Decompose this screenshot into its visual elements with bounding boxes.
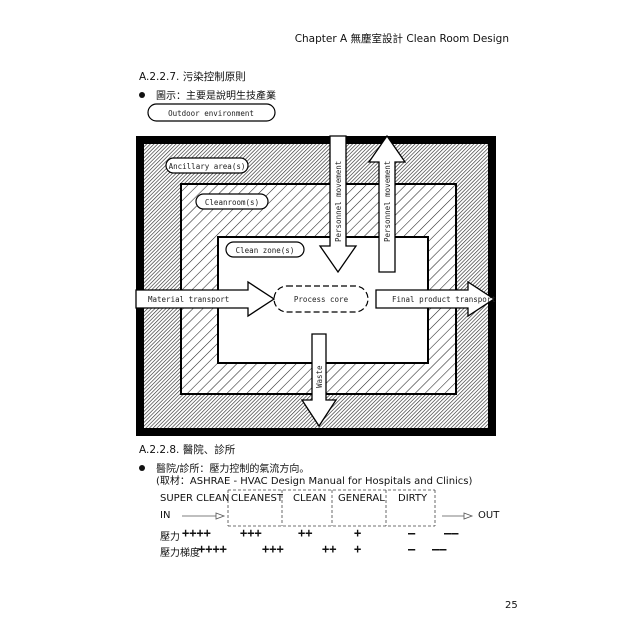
gradient-value-3: ++	[322, 542, 337, 556]
gradient-value-4: +	[354, 542, 362, 556]
ancillary-label-box	[165, 157, 249, 174]
cleanroom-label: Cleanroom(s)	[205, 198, 259, 207]
out-arrow-icon	[442, 512, 474, 520]
gradient-value-6: ––	[432, 542, 447, 556]
ancillary-area-label: Ancillary area(s)	[169, 162, 246, 171]
material-transport-arrow	[135, 280, 276, 318]
page-number: 25	[505, 600, 518, 611]
final-product-arrow	[375, 280, 496, 318]
pressure-gradient-label: 壓力梯度	[160, 548, 200, 559]
outdoor-environment-label: Outdoor environment	[168, 109, 254, 118]
out-label: OUT	[478, 510, 500, 521]
col-general: GENERAL	[338, 493, 385, 504]
bullet-icon	[139, 465, 145, 471]
in-label: IN	[160, 510, 171, 521]
personnel-in-label: Personnel movement	[334, 161, 343, 242]
personnel-out-label: Personnel movement	[383, 161, 392, 242]
col-dirty: DIRTY	[398, 493, 428, 504]
pressure-table: SUPER CLEAN CLEANEST CLEAN GENERAL DIRTY…	[160, 488, 440, 528]
final-product-label: Final product transport	[392, 295, 496, 304]
material-transport-label: Material transport	[148, 295, 229, 304]
bullet-text: 圖示：主要是說明生技產業	[156, 91, 276, 102]
section-title-2-2-7: A.2.2.7. 污染控制原則	[139, 71, 246, 83]
pressure-table-grid	[182, 489, 436, 527]
cleanroom-label-box	[195, 193, 269, 210]
waste-label: Waste	[315, 365, 324, 388]
pressure-value-2: +++	[240, 526, 262, 540]
section-title-2-2-8: A.2.2.8. 醫院、診所	[139, 444, 236, 456]
bullet-icon	[139, 92, 145, 98]
clean-zone-label: Clean zone(s)	[236, 246, 295, 255]
col-super-clean: SUPER CLEAN	[160, 493, 230, 504]
waste-arrow	[300, 333, 338, 428]
bullet-text: 醫院/診所：壓力控制的氣流方向。	[156, 464, 310, 475]
process-core-box	[273, 285, 369, 313]
process-core-label: Process core	[294, 295, 349, 304]
pressure-value-3: ++	[298, 526, 313, 540]
pressure-value-4: +	[354, 526, 362, 540]
source-citation: (取材：ASHRAE - HVAC Design Manual for Hosp…	[156, 476, 473, 487]
gradient-value-1: ++++	[198, 542, 227, 556]
bullet-item-biotech: 圖示：主要是說明生技產業	[139, 87, 276, 102]
pressure-value-5: –	[408, 526, 416, 540]
ancillary-area-border	[136, 136, 496, 436]
pressure-value-1: ++++	[182, 526, 211, 540]
outdoor-environment-box	[147, 103, 276, 122]
gradient-value-2: +++	[262, 542, 284, 556]
clean-zone-label-box	[225, 241, 305, 258]
personnel-in-arrow	[318, 135, 358, 274]
pressure-row-label: 壓力	[160, 532, 180, 543]
col-cleanest: CLEANEST	[231, 493, 283, 504]
personnel-out-arrow	[367, 134, 407, 273]
col-clean: CLEAN	[293, 493, 327, 504]
gradient-value-5: –	[408, 542, 416, 556]
pressure-value-6: ––	[444, 526, 459, 540]
bullet-item-hospital: 醫院/診所：壓力控制的氣流方向。	[139, 460, 309, 475]
page-header: Chapter A 無塵室設計 Clean Room Design	[294, 33, 509, 45]
contamination-control-diagram: Outdoor environment Ancillary area(s) Cl…	[135, 103, 496, 436]
